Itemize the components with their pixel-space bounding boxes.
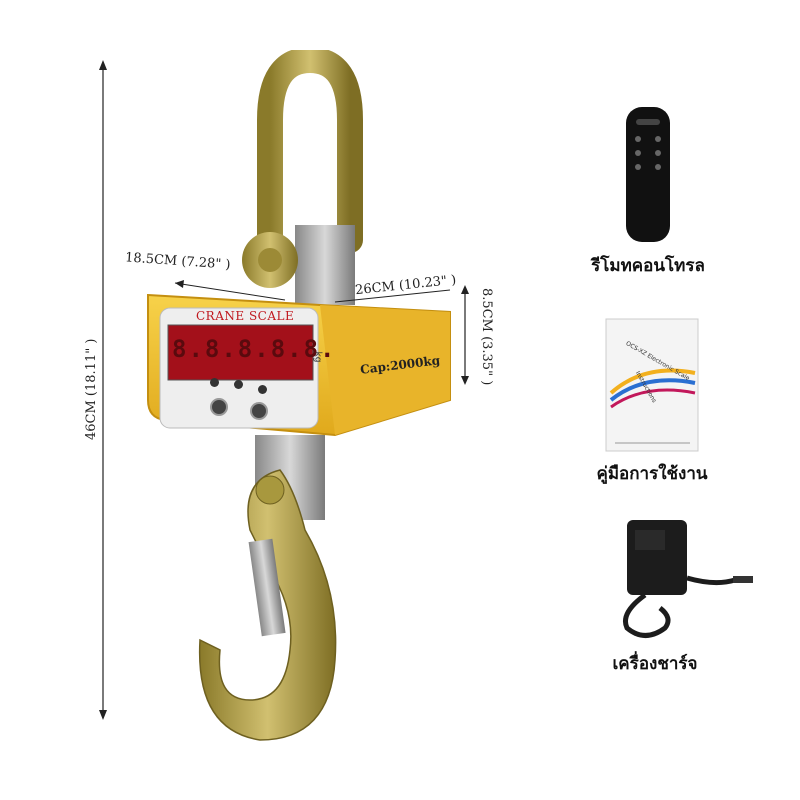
height-dimension-label: 46CM (18.11" ) — [84, 338, 99, 440]
height-dimension-arrow — [99, 60, 107, 720]
manual-booklet-icon — [605, 318, 699, 452]
scale-switch-left — [210, 398, 228, 416]
scale-display-readout: 8.8.8.8.8. — [172, 335, 337, 363]
display-height-dimension-arrow — [461, 285, 469, 385]
width-dimension-arrow — [174, 280, 286, 301]
accessory-label-manual: คู่มือการใช้งาน — [596, 464, 708, 484]
brand-label: CRANE SCALE — [196, 309, 295, 323]
unit-label: kg — [312, 351, 323, 363]
scale-button-3 — [258, 385, 267, 394]
remote-control-icon — [626, 107, 670, 242]
scale-button-2 — [234, 380, 243, 389]
shackle — [242, 50, 363, 305]
scale-switch-right — [250, 402, 268, 420]
depth-dimension-arrow — [334, 289, 451, 303]
scale-button-1 — [210, 378, 219, 387]
crane-scale-image — [147, 50, 451, 741]
display-height-dimension-label: 8.5CM (3.35" ) — [479, 288, 494, 386]
charger-adapter-icon — [623, 520, 753, 638]
lifting-hook — [198, 435, 337, 741]
accessory-label-charger: เครื่องชาร์จ — [612, 654, 698, 674]
accessory-label-remote: รีโมทคอนโทรล — [591, 256, 705, 276]
